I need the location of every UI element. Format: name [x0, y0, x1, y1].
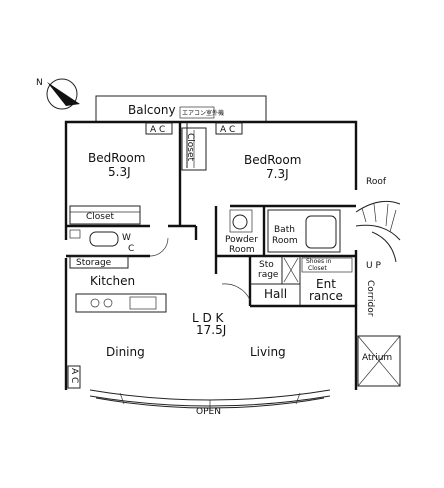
entrance-label-2: rance — [309, 289, 343, 303]
storage-label: Storage — [76, 258, 112, 268]
powder-label-2: Room — [229, 245, 255, 255]
bedroom-1: BedRoom 5.3J A C — [88, 122, 173, 179]
storage: Storage — [69, 255, 129, 269]
ldk-name: L D K — [192, 311, 225, 325]
bathtub-icon — [305, 215, 337, 249]
entrance-label-1: Ent — [316, 277, 336, 291]
ac-unit-bedroom-1 — [145, 122, 173, 135]
shoes-label-2: Closet — [308, 265, 327, 272]
bath-label-1: Bath — [274, 225, 295, 235]
closet-vertical: Closet — [181, 127, 207, 171]
stove-burner-icon — [103, 298, 113, 308]
closet-label: Closet — [86, 212, 115, 222]
ac-label-bedroom-2: A C — [220, 125, 235, 135]
bath-room: Bath Room — [267, 209, 341, 253]
atrium: Atrium — [357, 335, 401, 387]
entrance: Ent rance — [309, 277, 343, 303]
bedroom-2: BedRoom 7.3J A C — [215, 122, 301, 181]
ac-label-bedroom-1: A C — [150, 125, 165, 135]
wc: W C — [69, 229, 169, 257]
bedroom-2-name: BedRoom — [244, 153, 301, 167]
ldk: L D K 17.5J Dining Living A C — [67, 311, 286, 389]
bath-label-2: Room — [272, 236, 298, 246]
north-label: N — [36, 78, 43, 88]
wc-label-c: C — [128, 244, 134, 254]
kitchen-sink-icon — [129, 296, 157, 310]
kitchen-counter — [75, 293, 167, 313]
balcony: Balcony エアコン室外機 — [95, 95, 267, 123]
hall: Hall — [221, 283, 287, 301]
kitchen: Kitchen — [75, 274, 167, 313]
sink-icon — [232, 214, 248, 230]
shoes-label-1: Shoes in — [306, 258, 332, 265]
dining-label: Dining — [106, 345, 145, 359]
corridor: Corridor — [365, 280, 375, 317]
hall-label: Hall — [264, 287, 287, 301]
powder-label-1: Powder — [225, 235, 258, 245]
stairs: U P — [355, 200, 401, 271]
ac-outdoor-unit-icon — [179, 106, 215, 119]
roof: Roof — [366, 177, 387, 187]
atrium-label: Atrium — [362, 353, 392, 363]
bay-window: OPEN — [89, 389, 331, 417]
storage-small: Sto rage — [258, 257, 299, 283]
stove-burner-icon — [90, 298, 100, 308]
powder-room: Powder Room — [225, 209, 258, 255]
roof-label: Roof — [366, 177, 387, 187]
north-compass: N — [36, 78, 80, 110]
closet-vertical-label: Closet — [185, 133, 195, 162]
outer-walls — [64, 120, 358, 390]
balcony-note: エアコン室外機 — [182, 109, 224, 117]
wc-door-swing — [149, 237, 169, 257]
balcony-label: Balcony — [128, 103, 176, 117]
storage-small-label-2: rage — [258, 270, 279, 280]
ldk-size: 17.5J — [196, 323, 226, 337]
open-label: OPEN — [196, 407, 221, 417]
wc-label-w: W — [122, 233, 131, 243]
ac-unit-ldk — [67, 365, 81, 389]
ac-label-ldk: A C — [69, 368, 79, 383]
north-arrow-icon — [47, 82, 80, 106]
corridor-label: Corridor — [365, 280, 375, 317]
storage-small-label-1: Sto — [259, 260, 274, 270]
hall-door-swing — [221, 283, 251, 301]
toilet-icon — [89, 231, 119, 247]
closet: Closet — [69, 205, 141, 225]
shoes-in-closet: Shoes in Closet — [301, 257, 353, 273]
kitchen-label: Kitchen — [90, 274, 135, 288]
living-label: Living — [250, 345, 286, 359]
bedroom-1-size: 5.3J — [108, 165, 131, 179]
wc-shelf-icon — [69, 229, 81, 239]
bedroom-2-size: 7.3J — [266, 167, 289, 181]
ac-unit-bedroom-2 — [215, 122, 243, 135]
bedroom-1-name: BedRoom — [88, 151, 145, 165]
compass-circle-icon — [46, 78, 78, 110]
up-label: U P — [366, 261, 381, 271]
